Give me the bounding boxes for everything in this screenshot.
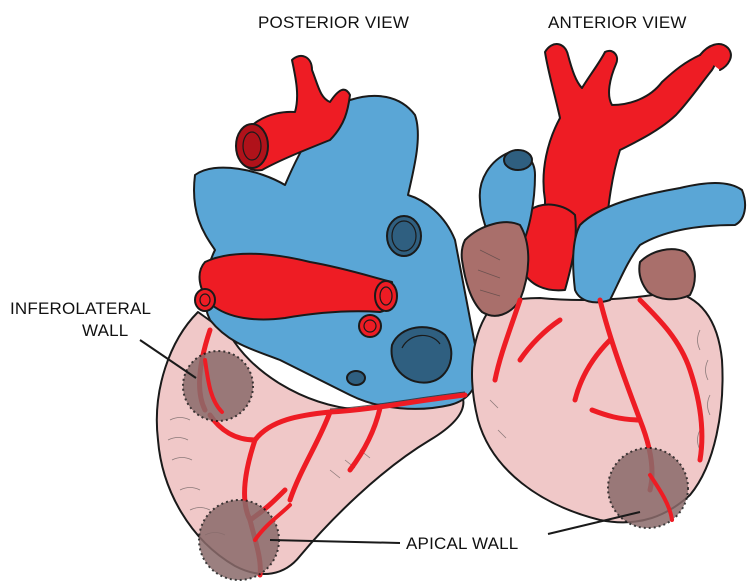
posterior-heart: [157, 56, 478, 575]
posterior-view-title: POSTERIOR VIEW: [258, 13, 409, 32]
anterior-view-title: ANTERIOR VIEW: [548, 13, 687, 32]
anterior-heart: [462, 44, 745, 522]
inferolateral-label-line2: WALL: [82, 321, 128, 340]
apical-wall-label: APICAL WALL: [406, 534, 518, 553]
inferolateral-label-line1: INFEROLATERAL: [10, 299, 151, 318]
left-atrial-appendage: [639, 249, 695, 299]
apical-wall-region-posterior: [199, 500, 279, 580]
